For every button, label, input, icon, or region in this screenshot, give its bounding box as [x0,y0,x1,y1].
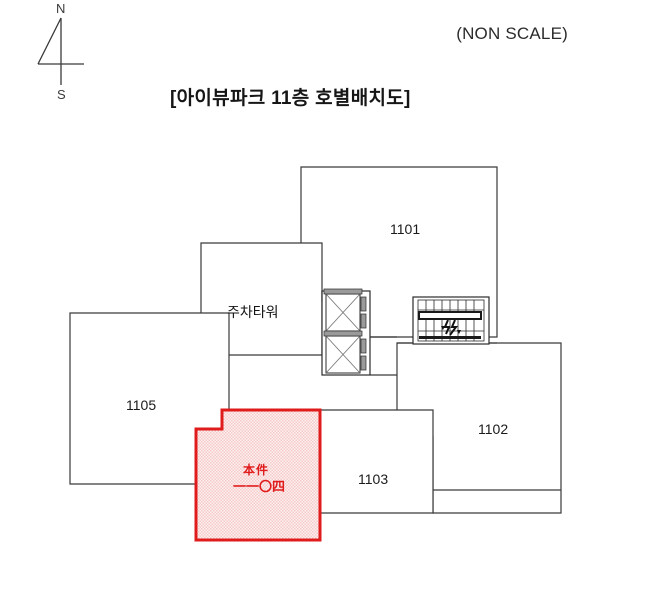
elevator-core[interactable] [321,288,371,376]
unit-1105-label: 1105 [126,397,157,413]
subject-unit-number-label: 一一〇四 [233,479,286,494]
unit-1102-label: 1102 [478,421,509,437]
stairwell[interactable] [412,296,490,345]
stair-rail [419,336,481,339]
stair-stringer [418,311,482,320]
stair-direction-arrow-b [449,319,458,336]
stair-arrow-head-a [441,326,445,330]
compass-south-label: S [57,87,66,102]
scale-note: (NON SCALE) [456,24,568,43]
parking-tower-label: 주차타워 [227,304,279,320]
corridor-walls [321,291,561,491]
unit-1101-label: 1101 [390,221,421,237]
stair-direction-arrow-a [443,319,451,335]
compass-north-label: N [56,1,66,16]
subject-unit-title-label: 本件 [243,463,270,477]
compass-icon [37,17,84,85]
subject-unit-1104-outline[interactable] [194,408,322,542]
page-title: [아이뷰파크 11층 호별배치도] [170,88,411,109]
stair-arrow-head-b [457,330,461,334]
compass-rose: N S [30,0,110,110]
unit-1103-label: 1103 [358,471,389,487]
